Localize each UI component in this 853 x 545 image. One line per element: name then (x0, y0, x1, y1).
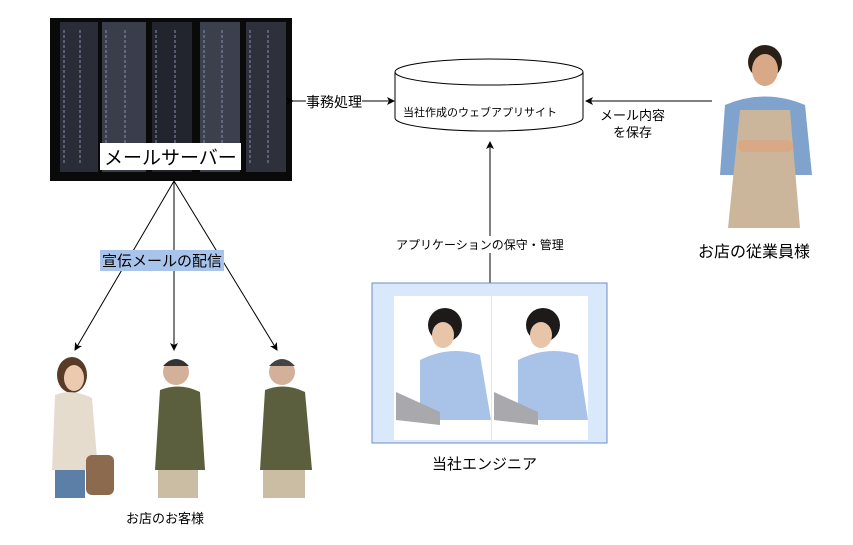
engineer-label: 当社エンジニア (432, 453, 538, 474)
save-mail-line2: を保存 (613, 126, 653, 141)
customer-man-image-1 (155, 359, 205, 498)
save-mail-label: メール内容を保存 (600, 108, 666, 142)
server-label: メールサーバー (100, 143, 241, 170)
employee-label: お店の従業員様 (698, 238, 811, 262)
webapp-label: 当社作成のウェブアプリサイト (403, 106, 557, 119)
customers-label: お店のお客様 (126, 508, 205, 527)
employee-image (720, 45, 812, 228)
maintenance-label: アプリケーションの保守・管理 (396, 236, 564, 253)
webapp-database-cylinder (394, 58, 584, 132)
promo-arrow-3 (173, 180, 278, 351)
engineer-photo-2 (492, 296, 588, 440)
office-work-label: 事務処理 (306, 92, 362, 112)
promo-mail-label: 宣伝メールの配信 (100, 250, 225, 271)
save-mail-line1: メール内容 (600, 109, 666, 124)
customer-woman-image (52, 357, 114, 498)
customer-man-image-2 (260, 359, 312, 498)
engineer-photo-1 (394, 296, 491, 440)
